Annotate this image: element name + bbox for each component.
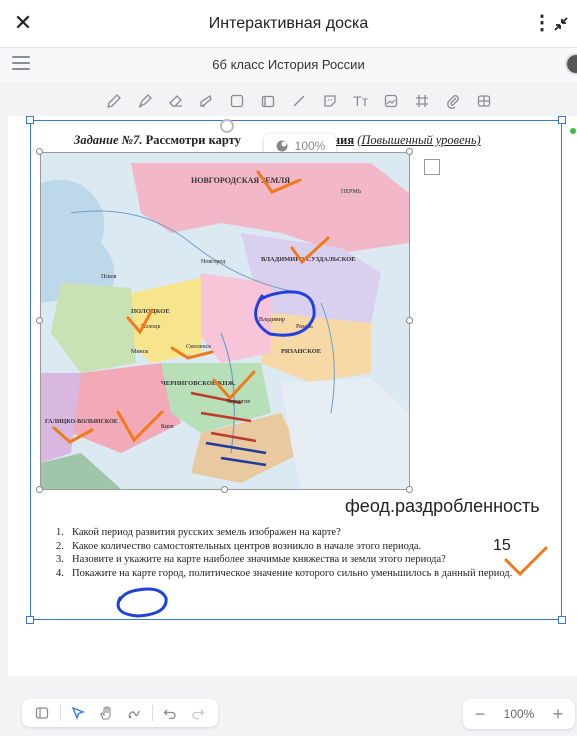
drawing-toolbar: Тт: [104, 88, 494, 114]
pencil-icon[interactable]: [104, 91, 124, 111]
eraser-icon[interactable]: [166, 91, 186, 111]
toolbar-divider: [151, 705, 153, 721]
map-label: ПЕРМЬ: [341, 189, 362, 195]
map-label: Рязань: [296, 324, 313, 330]
emoji-icon[interactable]: [320, 91, 340, 111]
question-list: 1.Какой период развития русских земель и…: [56, 526, 546, 580]
zoom-control: − 100% +: [463, 699, 575, 729]
resize-handle[interactable]: [558, 116, 566, 124]
map-image: НОВГОРОДСКАЯ ЗЕМЛЯ ВЛАДИМИРО-СУЗДАЛЬСКОЕ…: [41, 153, 409, 489]
board-title: 6б класс История России: [212, 57, 365, 72]
map-label: Смоленск: [186, 344, 211, 350]
panel-icon[interactable]: [32, 703, 52, 723]
resize-handle[interactable]: [558, 616, 566, 624]
question-item: 4.Покажите на карте город, политическое …: [56, 567, 513, 579]
zoom-level: 100%: [503, 707, 535, 721]
rotate-handle[interactable]: [220, 119, 234, 133]
undo-icon[interactable]: [160, 703, 180, 723]
map-label: ВЛАДИМИРО-СУЗДАЛЬСКОЕ: [261, 256, 356, 263]
zoom-in-button[interactable]: +: [552, 703, 564, 724]
map-label: ГАЛИЦКО-ВОЛЫНСКОЕ: [45, 419, 118, 425]
close-icon[interactable]: ✕: [13, 10, 33, 35]
map-label: Псков: [101, 274, 117, 280]
map-resize-handle[interactable]: [406, 317, 413, 324]
image-icon[interactable]: [381, 91, 401, 111]
map-label: Киев: [161, 424, 174, 430]
grid-icon[interactable]: [412, 91, 432, 111]
map-label: Новгород: [201, 259, 225, 265]
image-options-icon[interactable]: [424, 159, 440, 175]
map-resize-handle[interactable]: [36, 317, 43, 324]
more-vertical-icon[interactable]: ⋮: [532, 12, 552, 34]
sticker-icon[interactable]: [258, 91, 278, 111]
map-resize-handle[interactable]: [221, 486, 228, 493]
rectangle-icon[interactable]: [227, 91, 247, 111]
map-label: ПОЛОЦКОЕ: [131, 308, 170, 315]
handwritten-annotation[interactable]: феод.раздробленность: [345, 496, 540, 516]
map-label: Полоцк: [141, 324, 160, 330]
avatar[interactable]: [565, 53, 577, 75]
collapse-icon[interactable]: [551, 14, 571, 34]
layers-icon: [276, 140, 288, 152]
task-number: Задание №7.: [74, 133, 143, 147]
top-bar: ✕ Интерактивная доска ⋮: [0, 0, 577, 48]
toolbar-divider: [59, 705, 61, 721]
map-resize-handle[interactable]: [406, 486, 413, 493]
hand-icon[interactable]: [96, 703, 116, 723]
question-item: 3.Назовите и укажите на карте наиболее з…: [56, 554, 446, 565]
menu-icon[interactable]: [12, 56, 30, 72]
map-resize-handle[interactable]: [36, 486, 43, 493]
app-title: Интерактивная доска: [208, 15, 369, 32]
resize-handle[interactable]: [26, 616, 34, 624]
board-subbar: 6б класс История России: [0, 48, 577, 82]
map-label: НОВГОРОДСКАЯ ЗЕМЛЯ: [191, 176, 290, 185]
lasso-icon[interactable]: [196, 91, 216, 111]
answer-number[interactable]: 15: [493, 537, 511, 554]
map-resize-handle[interactable]: [36, 148, 43, 155]
resize-handle[interactable]: [26, 116, 34, 124]
laser-icon[interactable]: [124, 703, 144, 723]
attach-icon[interactable]: [443, 91, 463, 111]
map-label: Чернигов: [226, 399, 250, 405]
line-icon[interactable]: [289, 91, 309, 111]
task-level: (Повышенный уровень): [357, 133, 481, 147]
table-icon[interactable]: [474, 91, 494, 111]
task-instruction: Рассмотри карту: [145, 133, 241, 147]
map-label: Минск: [131, 349, 148, 355]
task-title: Задание №7. Рассмотри карту задания (Пов…: [74, 133, 544, 148]
cursor-icon[interactable]: [68, 703, 88, 723]
question-item: 2.Какое количество самостоятельных центр…: [56, 540, 422, 552]
zoom-out-button[interactable]: −: [474, 703, 486, 724]
map-label: ЧЕРНИГОВСКОЕ КНЖ.: [161, 380, 236, 387]
map-resize-handle[interactable]: [406, 148, 413, 155]
presence-indicator: [570, 128, 576, 134]
text-icon[interactable]: Тт: [353, 93, 369, 109]
map-label: РЯЗАНСКОЕ: [281, 348, 321, 355]
bottom-toolbar: [22, 699, 218, 727]
document-selection-frame[interactable]: [30, 120, 562, 620]
question-item: 1.Какой период развития русских земель и…: [56, 527, 341, 538]
redo-icon[interactable]: [188, 703, 208, 723]
marker-icon[interactable]: [135, 91, 155, 111]
image-zoom-value: 100%: [294, 139, 326, 153]
map-label: Владимир: [259, 317, 285, 323]
